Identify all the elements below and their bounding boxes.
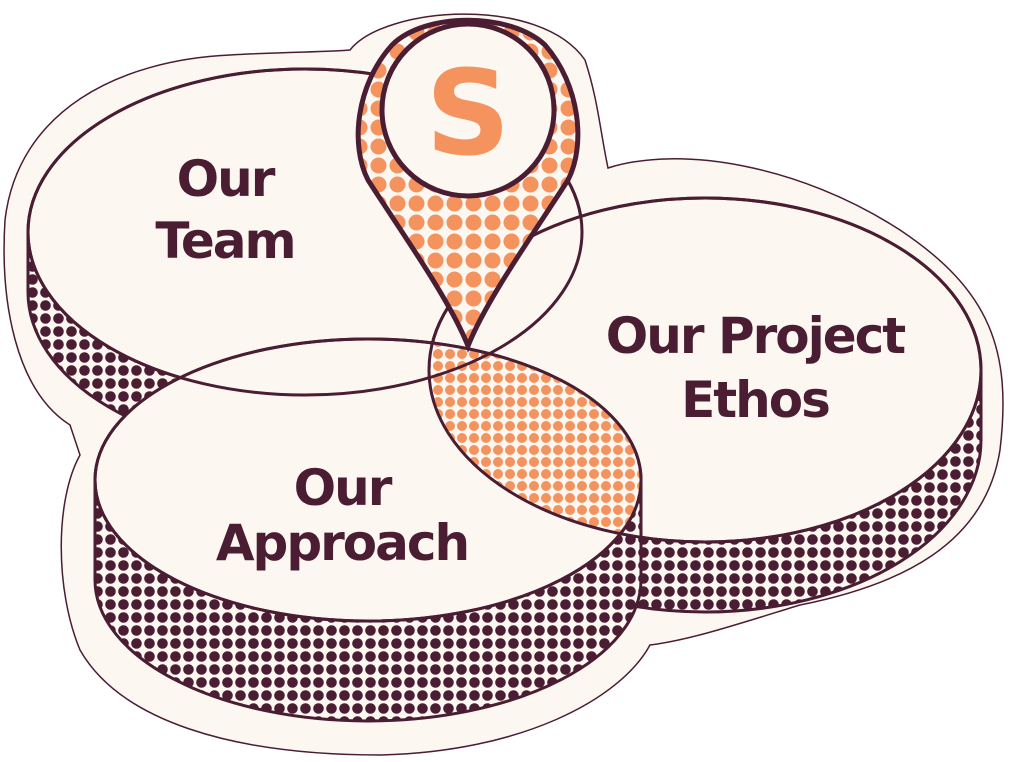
approach-label-line2: Approach xyxy=(216,514,468,572)
label-ethos: Our Project Ethos xyxy=(606,307,908,429)
team-label-line2: Team xyxy=(155,212,294,270)
approach-label-line1: Our xyxy=(294,459,393,517)
label-approach: Our Approach xyxy=(216,459,470,572)
label-team: Our Team xyxy=(155,150,296,270)
map-pin-icon: S xyxy=(355,17,581,353)
logo-letter: S xyxy=(426,44,511,182)
ethos-label-line1: Our Project xyxy=(606,307,906,365)
triple-overlap-region xyxy=(429,339,641,542)
ethos-label-line2: Ethos xyxy=(681,371,829,429)
team-label-line1: Our xyxy=(177,150,276,208)
